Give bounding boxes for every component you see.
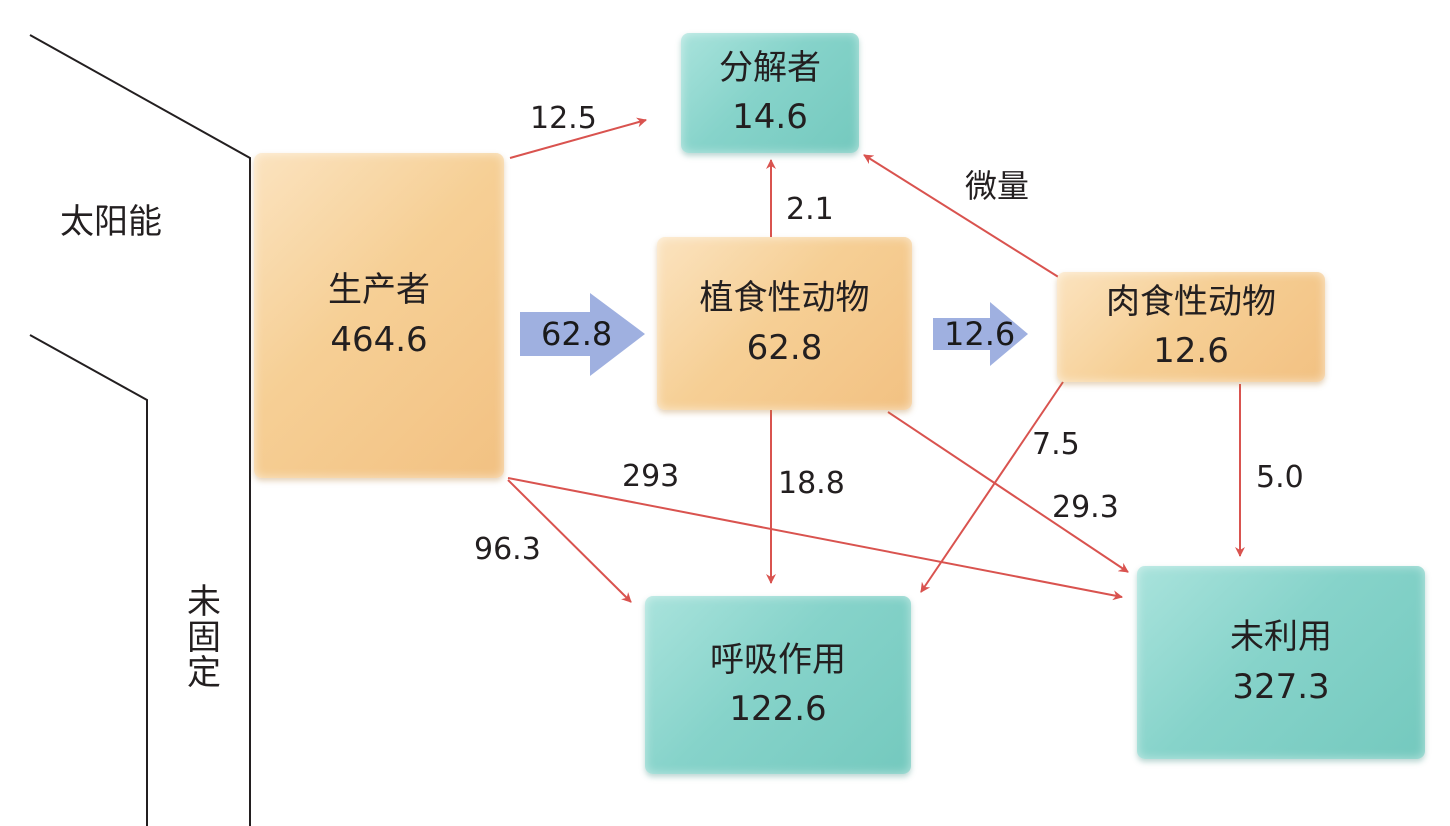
carnivore-value: 12.6 xyxy=(1153,331,1229,371)
unused-value: 327.3 xyxy=(1232,666,1330,707)
flow-label-herbivore-decomposer: 2.1 xyxy=(786,192,834,227)
flow-label-producer-unused: 293 xyxy=(622,459,680,494)
respiration-name: 呼吸作用 xyxy=(710,639,846,680)
decomposer-node: 分解者 14.6 xyxy=(681,33,859,153)
sun-boundary-top xyxy=(29,34,251,826)
unused-node: 未利用 327.3 xyxy=(1137,566,1425,759)
flow-label-herbivore-respiration: 18.8 xyxy=(778,466,845,501)
herbivore-to-unused-arrow xyxy=(887,411,1129,573)
unfixed-char-3: 定 xyxy=(187,653,221,694)
flow-label-herbivore-carnivore: 12.6 xyxy=(944,315,1016,353)
producer-to-herbivore-arrow xyxy=(520,293,645,376)
herbivore-value: 62.8 xyxy=(746,327,823,368)
flow-label-carnivore-decomposer: 微量 xyxy=(965,167,1030,205)
producer-to-unused-arrow xyxy=(507,477,1123,601)
carnivore-name: 肉食性动物 xyxy=(1106,281,1276,322)
flow-label-carnivore-respiration: 7.5 xyxy=(1032,427,1080,462)
decomposer-value: 14.6 xyxy=(732,97,808,137)
sun-boundary-bottom xyxy=(29,334,148,826)
herbivore-to-carnivore-arrow xyxy=(933,302,1028,366)
herbivore-node: 植食性动物 62.8 xyxy=(657,237,912,410)
producer-value: 464.6 xyxy=(330,319,428,360)
respiration-node: 呼吸作用 122.6 xyxy=(645,596,911,774)
unfixed-label: 未 固 定 xyxy=(184,582,224,694)
carnivore-node: 肉食性动物 12.6 xyxy=(1057,272,1325,382)
carnivore-to-respiration-arrow xyxy=(920,381,1064,593)
producer-name: 生产者 xyxy=(328,270,430,311)
flow-label-producer-decomposer: 12.5 xyxy=(530,101,597,136)
unfixed-char-1: 未 xyxy=(187,582,221,622)
carnivore-to-decomposer-arrow xyxy=(863,154,1061,279)
respiration-value: 122.6 xyxy=(729,689,827,729)
unused-name: 未利用 xyxy=(1230,617,1332,658)
producer-to-decomposer-arrow xyxy=(509,117,647,159)
flow-label-producer-respiration: 96.3 xyxy=(474,532,541,567)
flow-label-producer-herbivore: 62.8 xyxy=(541,315,613,353)
decomposer-name: 分解者 xyxy=(719,47,821,88)
flow-label-herbivore-unused: 29.3 xyxy=(1052,490,1119,525)
herbivore-name: 植食性动物 xyxy=(699,278,870,319)
producer-to-respiration-arrow xyxy=(507,479,632,603)
producer-node: 生产者 464.6 xyxy=(254,153,504,478)
flow-label-carnivore-unused: 5.0 xyxy=(1256,460,1304,495)
unfixed-char-2: 固 xyxy=(187,617,221,658)
solar-energy-label: 太阳能 xyxy=(60,202,162,242)
